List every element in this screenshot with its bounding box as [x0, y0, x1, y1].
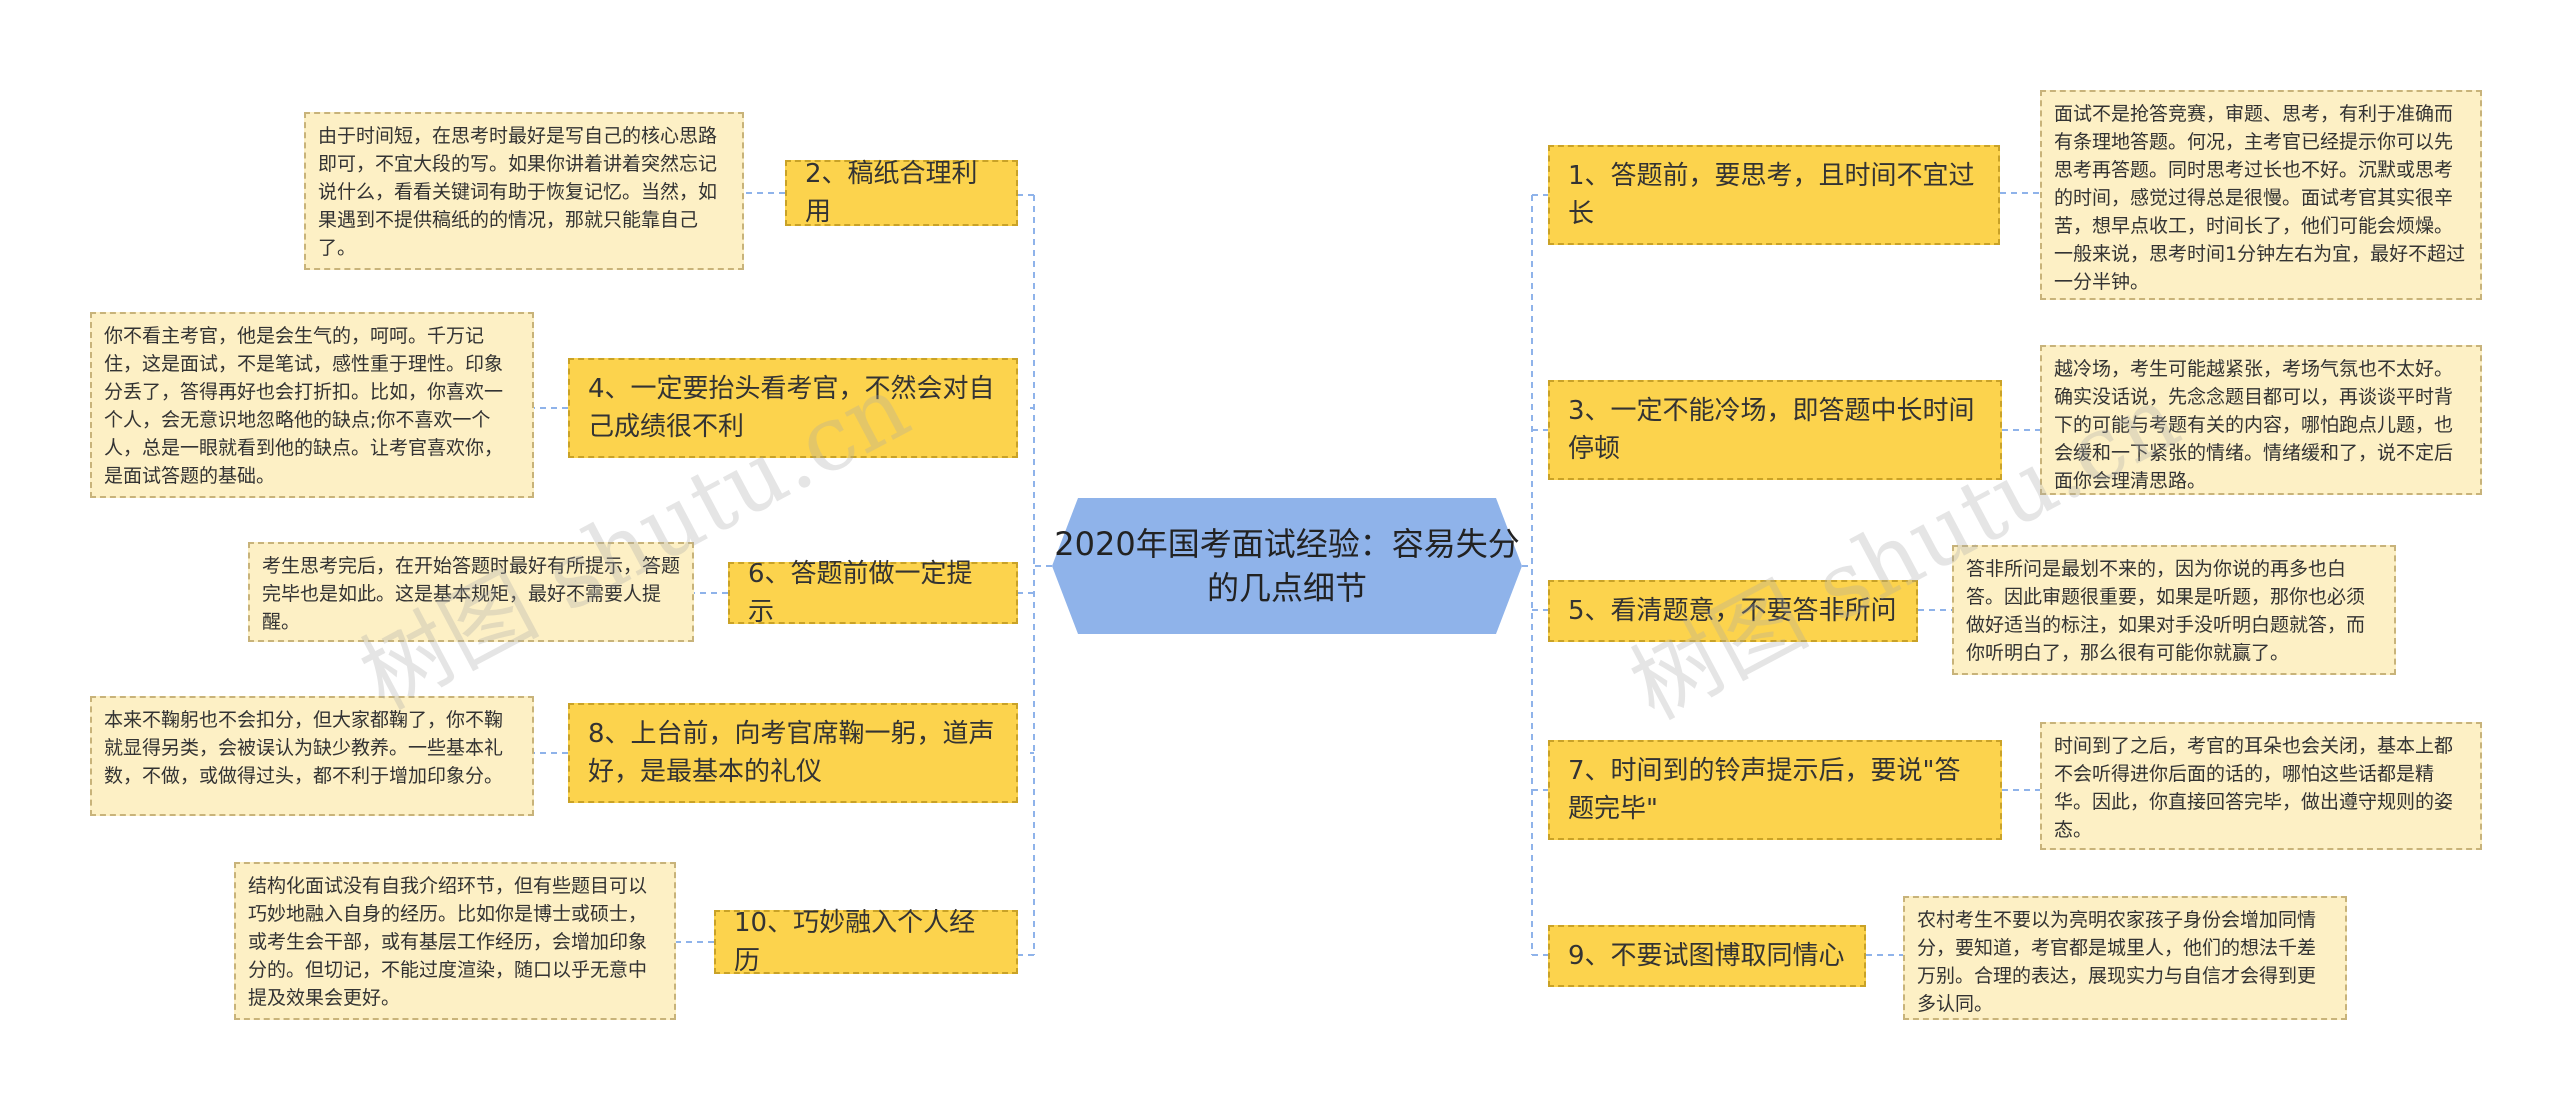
note-1: 面试不是抢答竞赛，审题、思考，有利于准确而有条理地答题。何况，主考官已经提示你可…: [2040, 90, 2482, 300]
center-node-shape: [1052, 498, 1522, 634]
topic-node-7[interactable]: 7、时间到的铃声提示后，要说"答题完毕": [1548, 740, 2002, 840]
topic-node-8[interactable]: 8、上台前，向考官席鞠一躬，道声好，是最基本的礼仪: [568, 703, 1018, 803]
topic-node-4[interactable]: 4、一定要抬头看考官，不然会对自己成绩很不利: [568, 358, 1018, 458]
note-5: 答非所问是最划不来的，因为你说的再多也白答。因此审题很重要，如果是听题，那你也必…: [1952, 545, 2396, 675]
topic-node-9[interactable]: 9、不要试图博取同情心: [1548, 925, 1866, 987]
topic-node-5[interactable]: 5、看清题意，不要答非所问: [1548, 580, 1918, 642]
topic-node-6[interactable]: 6、答题前做一定提示: [728, 559, 1018, 627]
note-9: 农村考生不要以为亮明农家孩子身份会增加同情分，要知道，考官都是城里人，他们的想法…: [1903, 896, 2347, 1020]
central-topic[interactable]: 2020年国考面试经验：容易失分的几点细节: [1054, 525, 1520, 607]
note-2: 由于时间短，在思考时最好是写自己的核心思路即可，不宜大段的写。如果你讲着讲着突然…: [304, 112, 744, 270]
topic-node-10[interactable]: 10、巧妙融入个人经历: [714, 908, 1018, 976]
topic-node-2[interactable]: 2、稿纸合理利用: [785, 159, 1018, 227]
note-10: 结构化面试没有自我介绍环节，但有些题目可以巧妙地融入自身的经历。比如你是博士或硕…: [234, 862, 676, 1020]
note-3: 越冷场，考生可能越紧张，考场气氛也不太好。确实没话说，先念念题目都可以，再谈谈平…: [2040, 345, 2482, 495]
note-4: 你不看主考官，他是会生气的，呵呵。千万记住，这是面试，不是笔试，感性重于理性。印…: [90, 312, 534, 498]
topic-node-1[interactable]: 1、答题前，要思考，且时间不宜过长: [1548, 145, 2000, 245]
note-7: 时间到了之后，考官的耳朵也会关闭，基本上都不会听得进你后面的话的，哪怕这些话都是…: [2040, 722, 2482, 850]
topic-node-3[interactable]: 3、一定不能冷场，即答题中长时间停顿: [1548, 380, 2002, 480]
note-6: 考生思考完后，在开始答题时最好有所提示，答题完毕也是如此。这是基本规矩，最好不需…: [248, 542, 694, 642]
note-8: 本来不鞠躬也不会扣分，但大家都鞠了，你不鞠就显得另类，会被误认为缺少教养。一些基…: [90, 696, 534, 816]
